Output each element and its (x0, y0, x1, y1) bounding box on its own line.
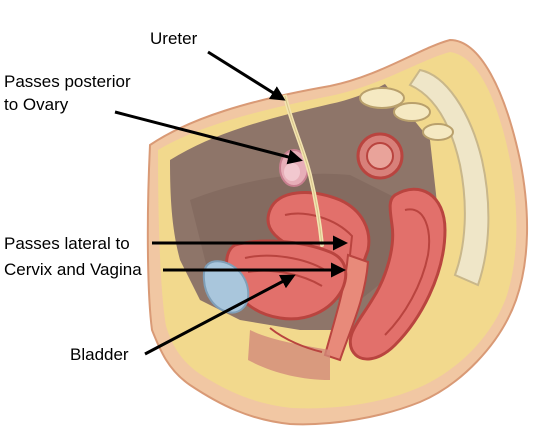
vertebrae (359, 87, 454, 141)
perineum (248, 330, 330, 380)
label-posterior-line2: to Ovary (4, 95, 69, 114)
rectum (348, 187, 447, 361)
label-lateral-line1: Passes lateral to (4, 234, 130, 253)
label-ureter: Ureter (150, 29, 198, 48)
arrows (114, 50, 348, 356)
pubic-bone (202, 260, 250, 314)
label-bladder: Bladder (70, 345, 129, 364)
label-lateral-line2: Cervix and Vagina (4, 260, 142, 279)
label-posterior-line1: Passes posterior (4, 72, 131, 91)
ureter-arrow (207, 50, 286, 101)
bladder-arrow (144, 274, 296, 356)
uterus (266, 191, 371, 274)
ovary-arrow (114, 110, 303, 165)
